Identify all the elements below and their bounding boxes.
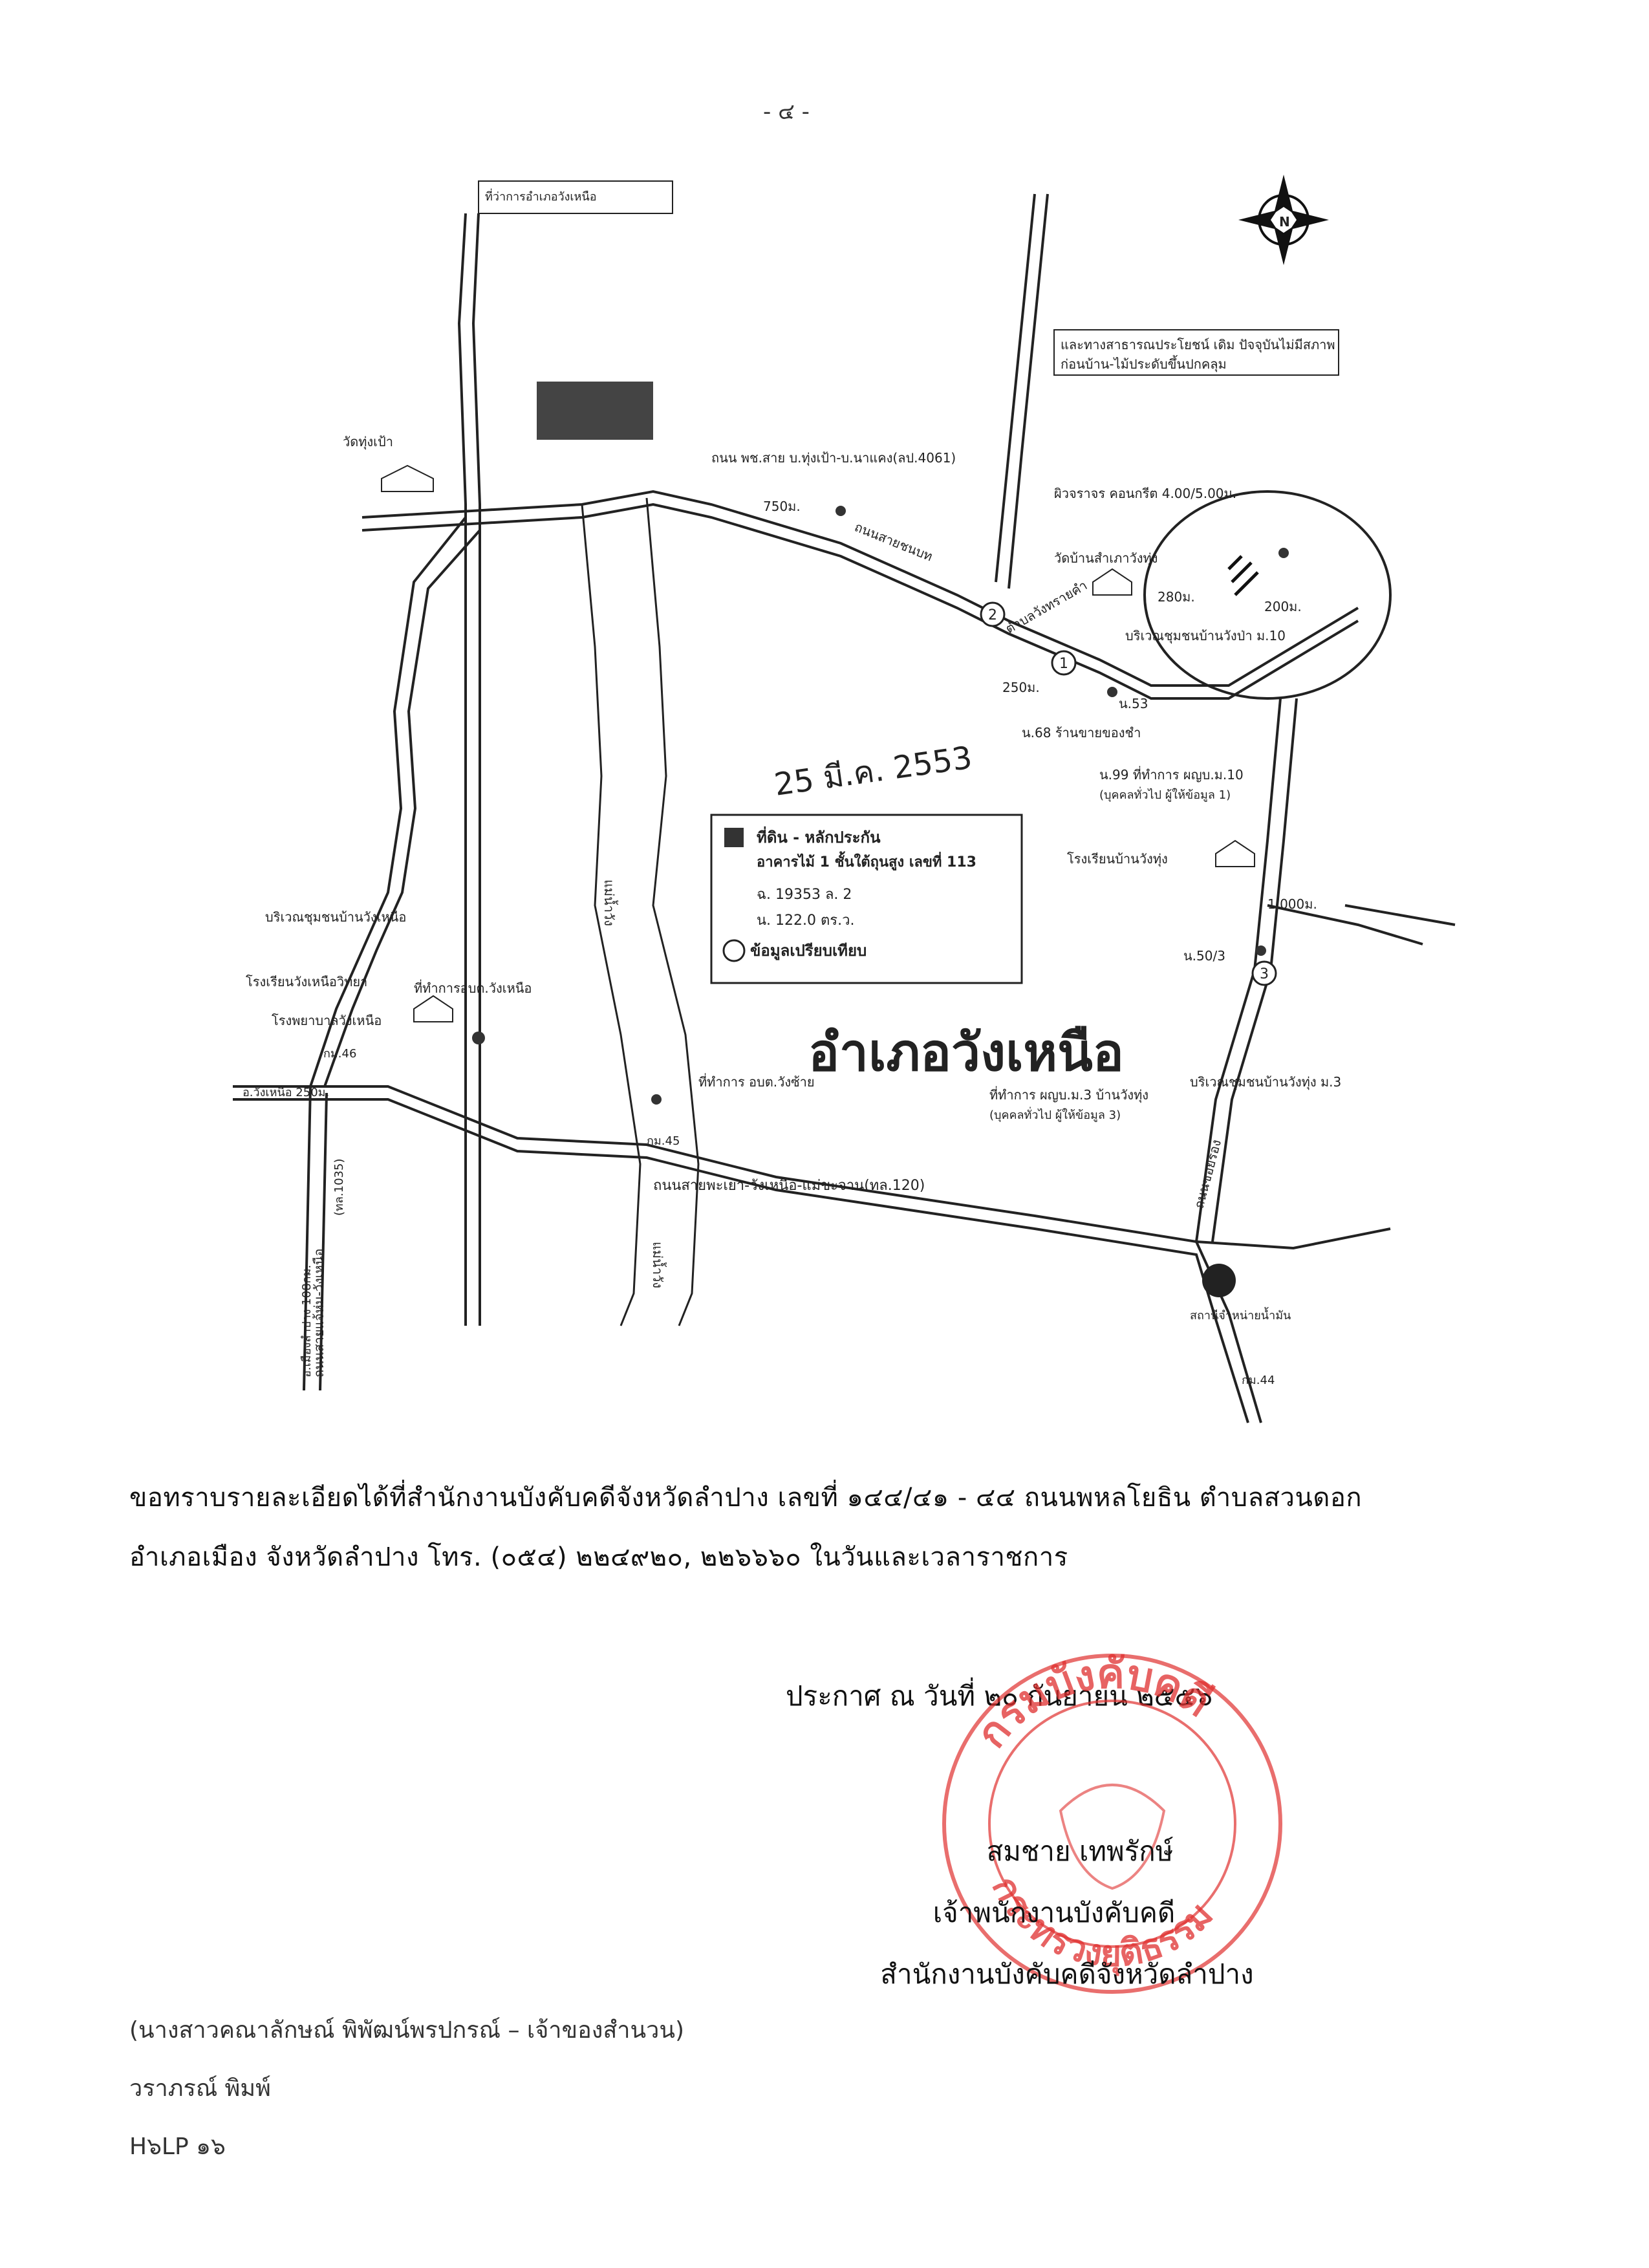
signer-title: เจ้าพนักงานบังคับคดี bbox=[932, 1897, 1176, 1928]
compass-icon bbox=[1238, 175, 1329, 265]
marker-2 bbox=[980, 601, 1006, 627]
footer-code: H๖LP ๑๖ bbox=[129, 2133, 226, 2160]
n68-label: น.68 ร้านขายของชำ bbox=[1022, 725, 1141, 740]
n53-label: น.53 bbox=[1119, 696, 1148, 711]
signer-name: สมชาย เทพรักษ์ bbox=[986, 1835, 1174, 1867]
community-right-label: บริเวณชุมชนบ้านวังทุ่ง ม.3 bbox=[1190, 1074, 1341, 1090]
official-seal-stamp: กรมบังคับคดี กระทรวงยุติธรรม bbox=[942, 1650, 1282, 1994]
concrete-label: ผิวจราจร คอนกรีต 4.00/5.00ม. bbox=[1054, 486, 1236, 501]
compass-label: N bbox=[1279, 214, 1290, 230]
legend-item-2: อาคารไม้ 1 ชั้นใต้ถุนสูง เลขที่ 113 bbox=[757, 851, 976, 871]
left-vertical-road-code: (ทล.1035) bbox=[332, 1159, 346, 1216]
marker-2-label: 2 bbox=[988, 607, 997, 623]
legend-item-5: ข้อมูลเปรียบเทียบ bbox=[750, 942, 867, 960]
district-office-label: ที่ทำการอบต.วังเหนือ bbox=[414, 979, 532, 996]
page-number: - ๔ - bbox=[763, 99, 810, 125]
top-box-label: ที่ว่าการอำเภอวังเหนือ bbox=[485, 188, 597, 204]
marker-1 bbox=[1051, 650, 1077, 676]
river-2-label: แม่น้ำวัง bbox=[650, 1242, 667, 1288]
dist-750-label: 750ม. bbox=[763, 499, 801, 514]
river-1-label: แม่น้ำวัง bbox=[601, 880, 618, 926]
legend-item-1: ที่ดิน - หลักประกัน bbox=[757, 826, 881, 847]
public-area-label-2: ก่อนบ้าน-ไม้ประดับขึ้นปกคลุม bbox=[1061, 355, 1227, 373]
n503-label: น.50/3 bbox=[1183, 948, 1225, 964]
wat-left-label: วัดทุ่งเป้า bbox=[343, 434, 393, 450]
legend-item-4: น. 122.0 ตร.ว. bbox=[757, 913, 854, 929]
tambon-office-label: ที่ทำการ อบต.วังซ้าย bbox=[698, 1073, 815, 1090]
main-top-road-label: ถนน พช.สาย บ.ทุ่งเป้า-บ.นาแคง(ลป.4061) bbox=[711, 450, 956, 466]
date-stamp: 25 มี.ค. 2553 bbox=[772, 740, 975, 803]
contact-line-1: ขอทราบรายละเอียดได้ที่สำนักงานบังคับคดีจ… bbox=[129, 1483, 1363, 1513]
gas-station-icon bbox=[1202, 1264, 1236, 1297]
announcement-date: ประกาศ ณ วันที่ ๒๐ กันยายน ๒๕๕๖ bbox=[786, 1680, 1213, 1712]
footer-typist: วราภรณ์ พิมพ์ bbox=[129, 2075, 271, 2102]
school-left-label: โรงเรียนวังเหนือวิทยา bbox=[246, 974, 367, 989]
community-top-label: บริเวณชุมชนบ้านวังป่า ม.10 bbox=[1125, 628, 1286, 644]
station-label: สถานีจำหน่ายน้ำมัน bbox=[1190, 1307, 1291, 1323]
km46-label: กม.46 bbox=[323, 1047, 356, 1061]
school-right-label: โรงเรียนบ้านวังทุ่ง bbox=[1067, 851, 1168, 867]
contact-line-2: อำเภอเมือง จังหวัดลำปาง โทร. (๐๕๔) ๒๒๔๙๒… bbox=[129, 1542, 1068, 1572]
footer-owner: (นางสาวคณาลักษณ์ พิพัฒน์พรปกรณ์ – เจ้าขอ… bbox=[129, 2017, 684, 2044]
tambon-label: ตำบลวังทรายคำ bbox=[1003, 578, 1090, 637]
main-bottom-road-label: ถนนสายพะเยา-วังเหนือ-แม่ขะจาน(ทล.120) bbox=[653, 1178, 925, 1194]
legend-item-3: ฉ. 19353 ล. 2 bbox=[757, 887, 852, 903]
marker-1-label: 1 bbox=[1059, 656, 1068, 672]
location-map: ที่ดิน - หลักประกัน อาคารไม้ 1 ชั้นใต้ถุ… bbox=[233, 175, 1456, 1423]
left-road-note-2: อ.วังเหนือ 250ม. bbox=[242, 1086, 329, 1099]
road-diag-label: ถนนสายชนบท bbox=[852, 519, 934, 564]
dist-250-label: 250ม. bbox=[1002, 680, 1040, 695]
village-office-2-note: (บุคคลทั่วไป ผู้ให้ข้อมูล 1) bbox=[1099, 786, 1231, 802]
public-area-label: และทางสาธารณประโยชน์ เดิม ปัจจุบันไม่มีส… bbox=[1061, 337, 1335, 353]
dist-280-label: 280ม. bbox=[1158, 589, 1195, 605]
village-office-note: (บุคคลทั่วไป ผู้ให้ข้อมูล 3) bbox=[989, 1107, 1121, 1122]
signer-office: สำนักงานบังคับคดีจังหวัดลำปาง bbox=[880, 1958, 1254, 1990]
village-office-label: ที่ทำการ ผญบ.ม.3 บ้านวังทุ่ง bbox=[989, 1086, 1148, 1103]
left-vertical-road-note: อ.เมืองลำปาง 108กม. bbox=[300, 1265, 314, 1377]
dist-1000-label: 1,000ม. bbox=[1267, 896, 1317, 912]
district-big-label: อำเภอวังเหนือ bbox=[808, 1022, 1124, 1083]
village-office-2-label: น.99 ที่ทำการ ผญบ.ม.10 bbox=[1099, 766, 1244, 783]
km44-label: กม.44 bbox=[1242, 1374, 1275, 1387]
marker-3-label: 3 bbox=[1260, 966, 1269, 982]
hospital-label: โรงพยาบาลวังเหนือ bbox=[272, 1013, 382, 1028]
km45-label: กม.45 bbox=[647, 1134, 680, 1148]
left-vertical-road-label: ถนนสายแจ้ห่ม-วังเหนือ bbox=[311, 1248, 327, 1377]
community-left-label: บริเวณชุมชนบ้านวังเหนือ bbox=[265, 909, 406, 925]
marker-3 bbox=[1251, 960, 1277, 986]
wat-right-label: วัดบ้านสำเภาวังทุ่ง bbox=[1054, 550, 1158, 567]
dist-200-label: 200ม. bbox=[1264, 599, 1302, 614]
